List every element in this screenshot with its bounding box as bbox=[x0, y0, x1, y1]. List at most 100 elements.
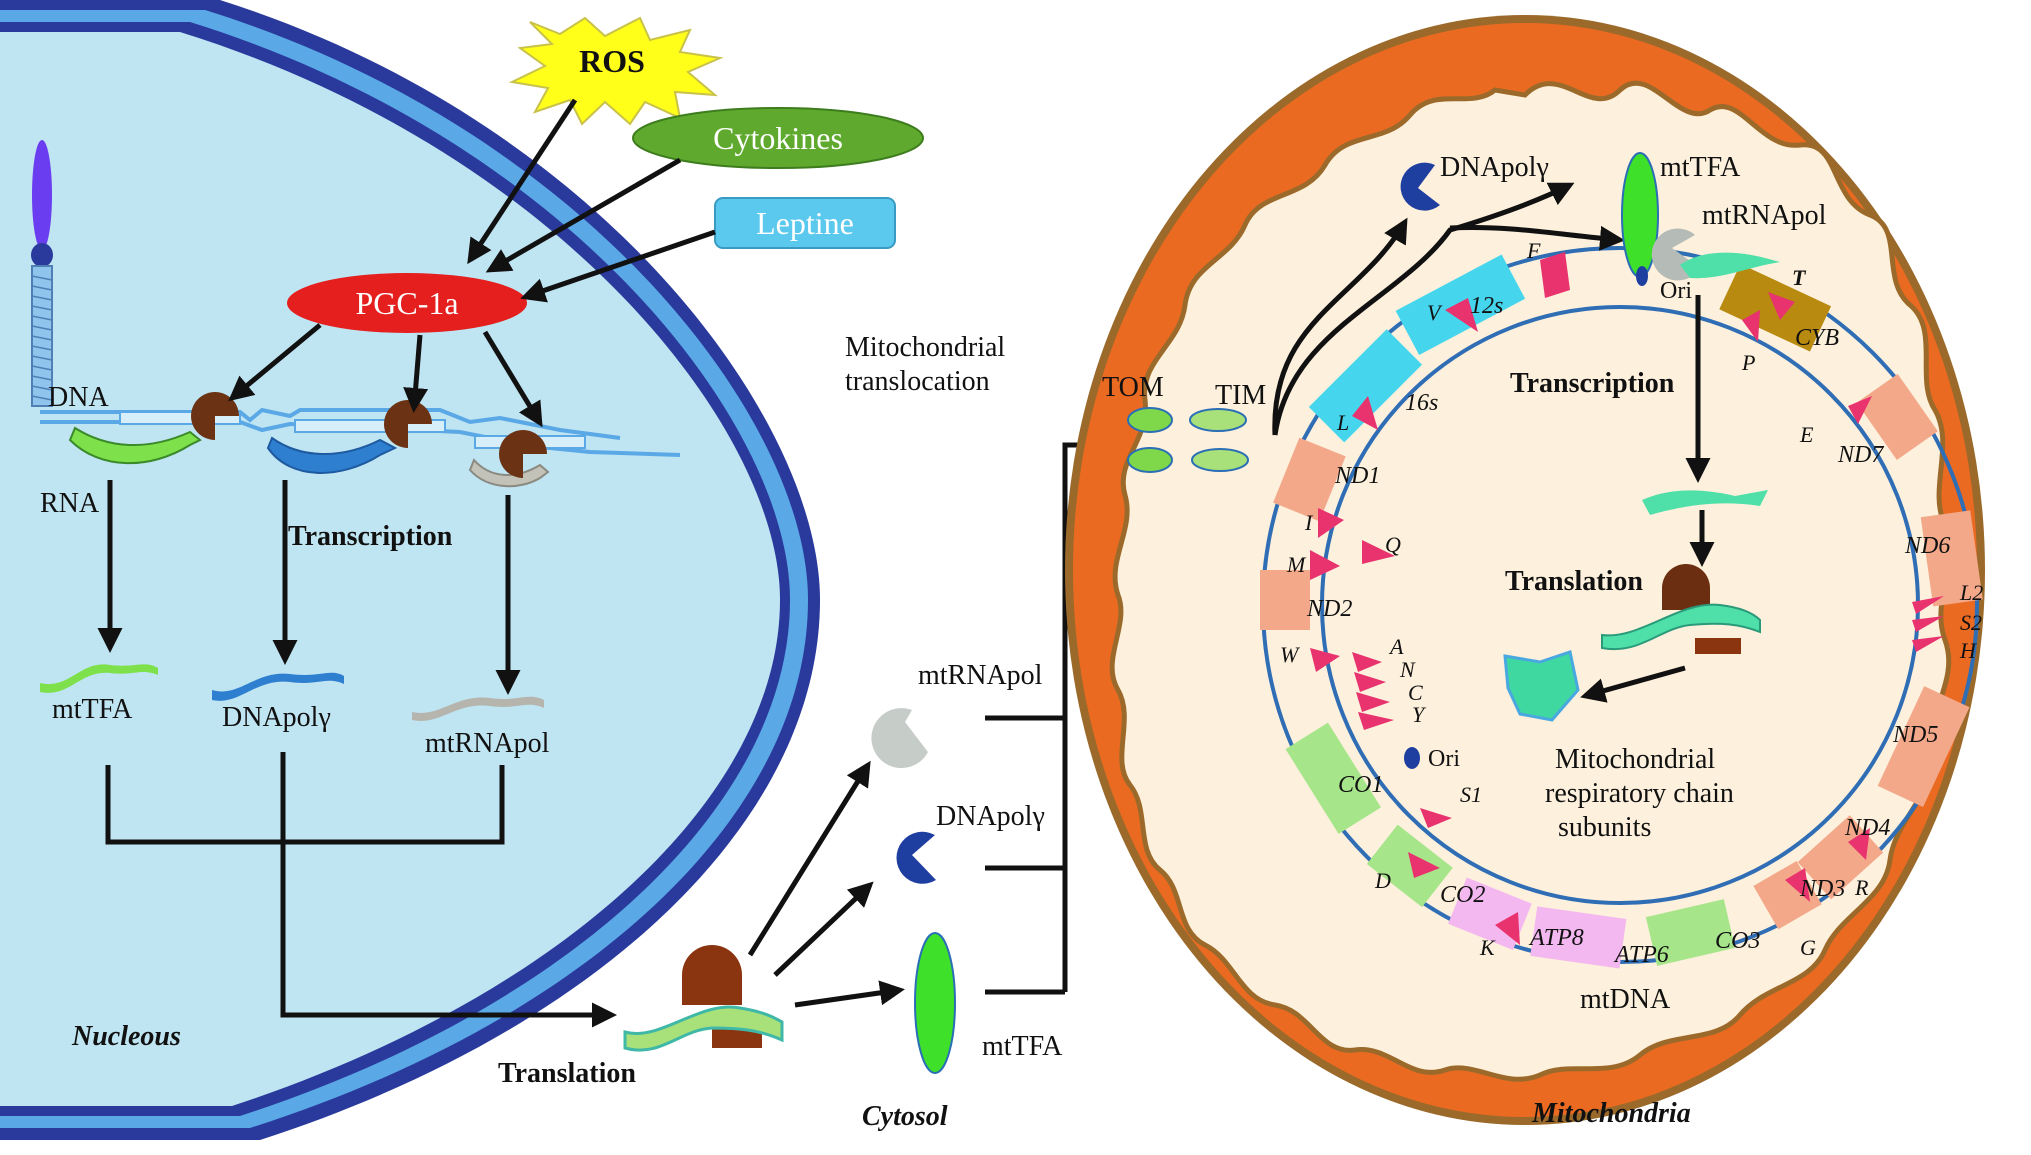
tom-label: TOM bbox=[1102, 372, 1164, 403]
gene-label-12s: 12s bbox=[1470, 293, 1503, 319]
trna-label-q: Q bbox=[1385, 532, 1401, 557]
trna-m bbox=[1310, 550, 1340, 580]
trna-g bbox=[1785, 868, 1810, 902]
gene-label-atp6: ATP6 bbox=[1613, 942, 1669, 968]
trna-label-a: A bbox=[1388, 634, 1404, 659]
cytokines-label: Cytokines bbox=[713, 120, 843, 156]
trna-n bbox=[1354, 672, 1386, 692]
mito-ribosome-large bbox=[1662, 564, 1710, 610]
mito-mrna-mid bbox=[1642, 490, 1768, 515]
nucleus-label: Nucleous bbox=[71, 1021, 181, 1052]
arrow-pgc-gene1 bbox=[228, 323, 322, 402]
trna-label-f: F bbox=[1526, 238, 1541, 263]
mito-translation-label: Translation bbox=[1505, 566, 1643, 597]
subunits-label-2: respiratory chain bbox=[1545, 778, 1734, 809]
trna-label-i: I bbox=[1304, 510, 1314, 535]
arrow-tim-dnapol bbox=[1272, 217, 1408, 436]
trna-s2 bbox=[1912, 616, 1944, 632]
cytosol-dnapol-shape bbox=[896, 831, 936, 884]
ribosome-large-subunit bbox=[682, 945, 742, 1005]
mito-mrna-top bbox=[1680, 252, 1780, 279]
trna-label-e: E bbox=[1799, 422, 1814, 447]
gene-label-nd5: ND5 bbox=[1892, 722, 1938, 748]
cytosol-mtrnapol-label: mtRNApol bbox=[918, 660, 1043, 691]
ori-left-label: Ori bbox=[1428, 746, 1460, 772]
arrow-to-mttfa bbox=[1449, 224, 1625, 251]
gene-label-nd4: ND4 bbox=[1844, 815, 1890, 841]
gene-label-nd6: ND6 bbox=[1904, 533, 1950, 559]
arrow-pgc-gene3 bbox=[482, 330, 543, 428]
trna-c bbox=[1356, 692, 1390, 712]
trna-label-y: Y bbox=[1412, 702, 1427, 727]
leptine-box bbox=[714, 197, 896, 249]
trna-p bbox=[1742, 310, 1760, 342]
trna-label-n: N bbox=[1399, 657, 1416, 682]
cytosol-translation-label: Translation bbox=[498, 1058, 636, 1089]
mttfa-mrna bbox=[40, 664, 158, 693]
trna-label-d: D bbox=[1374, 868, 1391, 893]
arrow-tim-branch bbox=[1272, 182, 1575, 436]
dnapol-nuc-label: DNApolγ bbox=[222, 702, 331, 733]
ribosome-small-subunit bbox=[712, 1028, 762, 1048]
gene-label-atp8: ATP8 bbox=[1528, 925, 1584, 951]
export-line-to-cytosol bbox=[280, 752, 617, 1028]
mito-dnapol-label: DNApolγ bbox=[1440, 152, 1549, 183]
mito-ribosome bbox=[1601, 564, 1761, 654]
gene-map bbox=[1260, 254, 1983, 969]
mitochondria-label: Mitochondria bbox=[1531, 1098, 1691, 1129]
arrow-leptine-pgc bbox=[520, 229, 716, 303]
mtdna-label: mtDNA bbox=[1580, 984, 1671, 1015]
trna-d bbox=[1408, 852, 1440, 878]
trna-k bbox=[1495, 912, 1520, 945]
import-bracket bbox=[985, 442, 1122, 995]
pgc-ellipse bbox=[287, 273, 527, 333]
trna-label-m: M bbox=[1286, 552, 1307, 577]
gene-co1 bbox=[1285, 722, 1381, 834]
gene-label-nd1: ND1 bbox=[1334, 463, 1380, 489]
trna-v bbox=[1445, 298, 1478, 332]
cytosol-mrna bbox=[623, 1005, 784, 1052]
trna-label-l: L bbox=[1336, 410, 1349, 435]
chromosome-arm-top bbox=[32, 140, 52, 250]
trna-f bbox=[1540, 252, 1570, 298]
export-bracket bbox=[105, 765, 505, 845]
nuclear-transcription-label: Transcription bbox=[288, 521, 453, 552]
subunits-label-3: subunits bbox=[1558, 812, 1651, 843]
ori-top-label: Ori bbox=[1660, 278, 1692, 304]
trna-markers bbox=[1310, 252, 1944, 945]
centromere bbox=[31, 243, 53, 267]
gene-label-nd2: ND2 bbox=[1306, 596, 1352, 622]
trna-a bbox=[1352, 652, 1382, 672]
trna-t bbox=[1768, 292, 1795, 320]
trna-label-h: H bbox=[1959, 638, 1977, 663]
trna-y bbox=[1358, 712, 1394, 730]
tom-bottom bbox=[1127, 447, 1173, 473]
rna-polymerase-1 bbox=[191, 392, 239, 440]
gene-label-co1: CO1 bbox=[1338, 772, 1383, 798]
mito-ribosome-small bbox=[1695, 638, 1741, 654]
trna-label-t: T bbox=[1792, 265, 1807, 290]
trna-i bbox=[1318, 508, 1344, 538]
mito-dnapol-shape bbox=[1400, 162, 1440, 211]
dnapol-mrna bbox=[212, 672, 344, 701]
rna-label: RNA bbox=[40, 488, 100, 519]
trna-label-k: K bbox=[1479, 935, 1496, 960]
arrow-translation-mttfa bbox=[794, 980, 905, 1008]
nucleoplasm bbox=[0, 32, 780, 1106]
cytosol-label: Cytosol bbox=[862, 1101, 948, 1132]
respiratory-subunit-shape bbox=[1503, 650, 1580, 722]
gene-label-co3: CO3 bbox=[1715, 928, 1760, 954]
cytosol-mttfa-label: mtTFA bbox=[982, 1031, 1063, 1062]
arrow-ros-pgc bbox=[467, 98, 578, 265]
trna-label-g: G bbox=[1800, 935, 1816, 960]
gene-co3 bbox=[1645, 899, 1736, 966]
mtrnapol-nuc-label: mtRNApol bbox=[425, 728, 550, 759]
gene-label-nd3: ND3 bbox=[1799, 876, 1845, 902]
trna-h bbox=[1912, 636, 1944, 652]
mito-mttfa-label: mtTFA bbox=[1660, 152, 1741, 183]
gene-atp6 bbox=[1530, 906, 1627, 969]
chromosome bbox=[31, 140, 53, 407]
pgc-label: PGC-1a bbox=[355, 285, 458, 321]
trna-e bbox=[1848, 396, 1872, 424]
